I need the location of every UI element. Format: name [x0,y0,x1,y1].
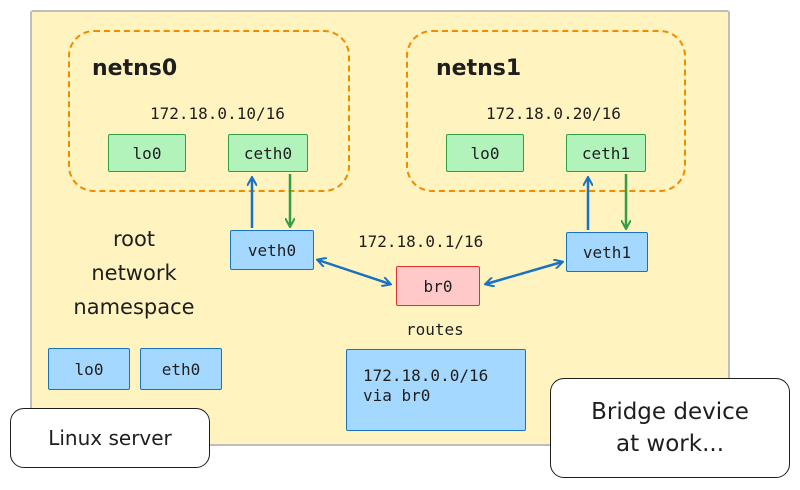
root-namespace-label-line: root [112,227,156,251]
root-namespace-label-line: network [91,261,177,285]
eth0-interface: eth0 [140,348,222,390]
br0-bridge: br0 [396,266,480,306]
bridge-ip-label: 172.18.0.1/16 [358,232,484,251]
routes-box: 172.18.0.0/16 via br0 [346,349,526,431]
route-line: 172.18.0.0/16 [363,366,489,385]
bridge-note-line: Bridge device [591,399,749,425]
veth1-interface: veth1 [566,232,648,272]
root-lo0-interface: lo0 [48,348,130,390]
root-namespace-label: root network namespace [52,222,216,324]
linux-server-note: Linux server [10,408,210,468]
netns0-label: netns0 [92,56,178,81]
netns0-lo0-interface: lo0 [108,134,186,172]
ceth0-interface: ceth0 [228,134,308,172]
netns0-box [68,30,350,192]
netns0-ip-label: 172.18.0.10/16 [150,104,285,123]
veth0-interface: veth0 [230,230,314,270]
netns1-box [406,30,686,192]
bridge-device-note: Bridge device at work... [550,378,790,478]
ceth1-interface: ceth1 [566,134,646,172]
netns1-label: netns1 [436,56,522,81]
veth0-br0-link-arrow [318,260,390,284]
netns1-lo0-interface: lo0 [446,134,524,172]
bridge-note-line: at work... [615,431,724,457]
routes-title: routes [406,320,464,339]
br0-veth1-link-arrow [486,262,562,284]
netns1-ip-label: 172.18.0.20/16 [486,104,621,123]
route-line: via br0 [363,386,431,405]
root-namespace-label-line: namespace [73,295,195,319]
